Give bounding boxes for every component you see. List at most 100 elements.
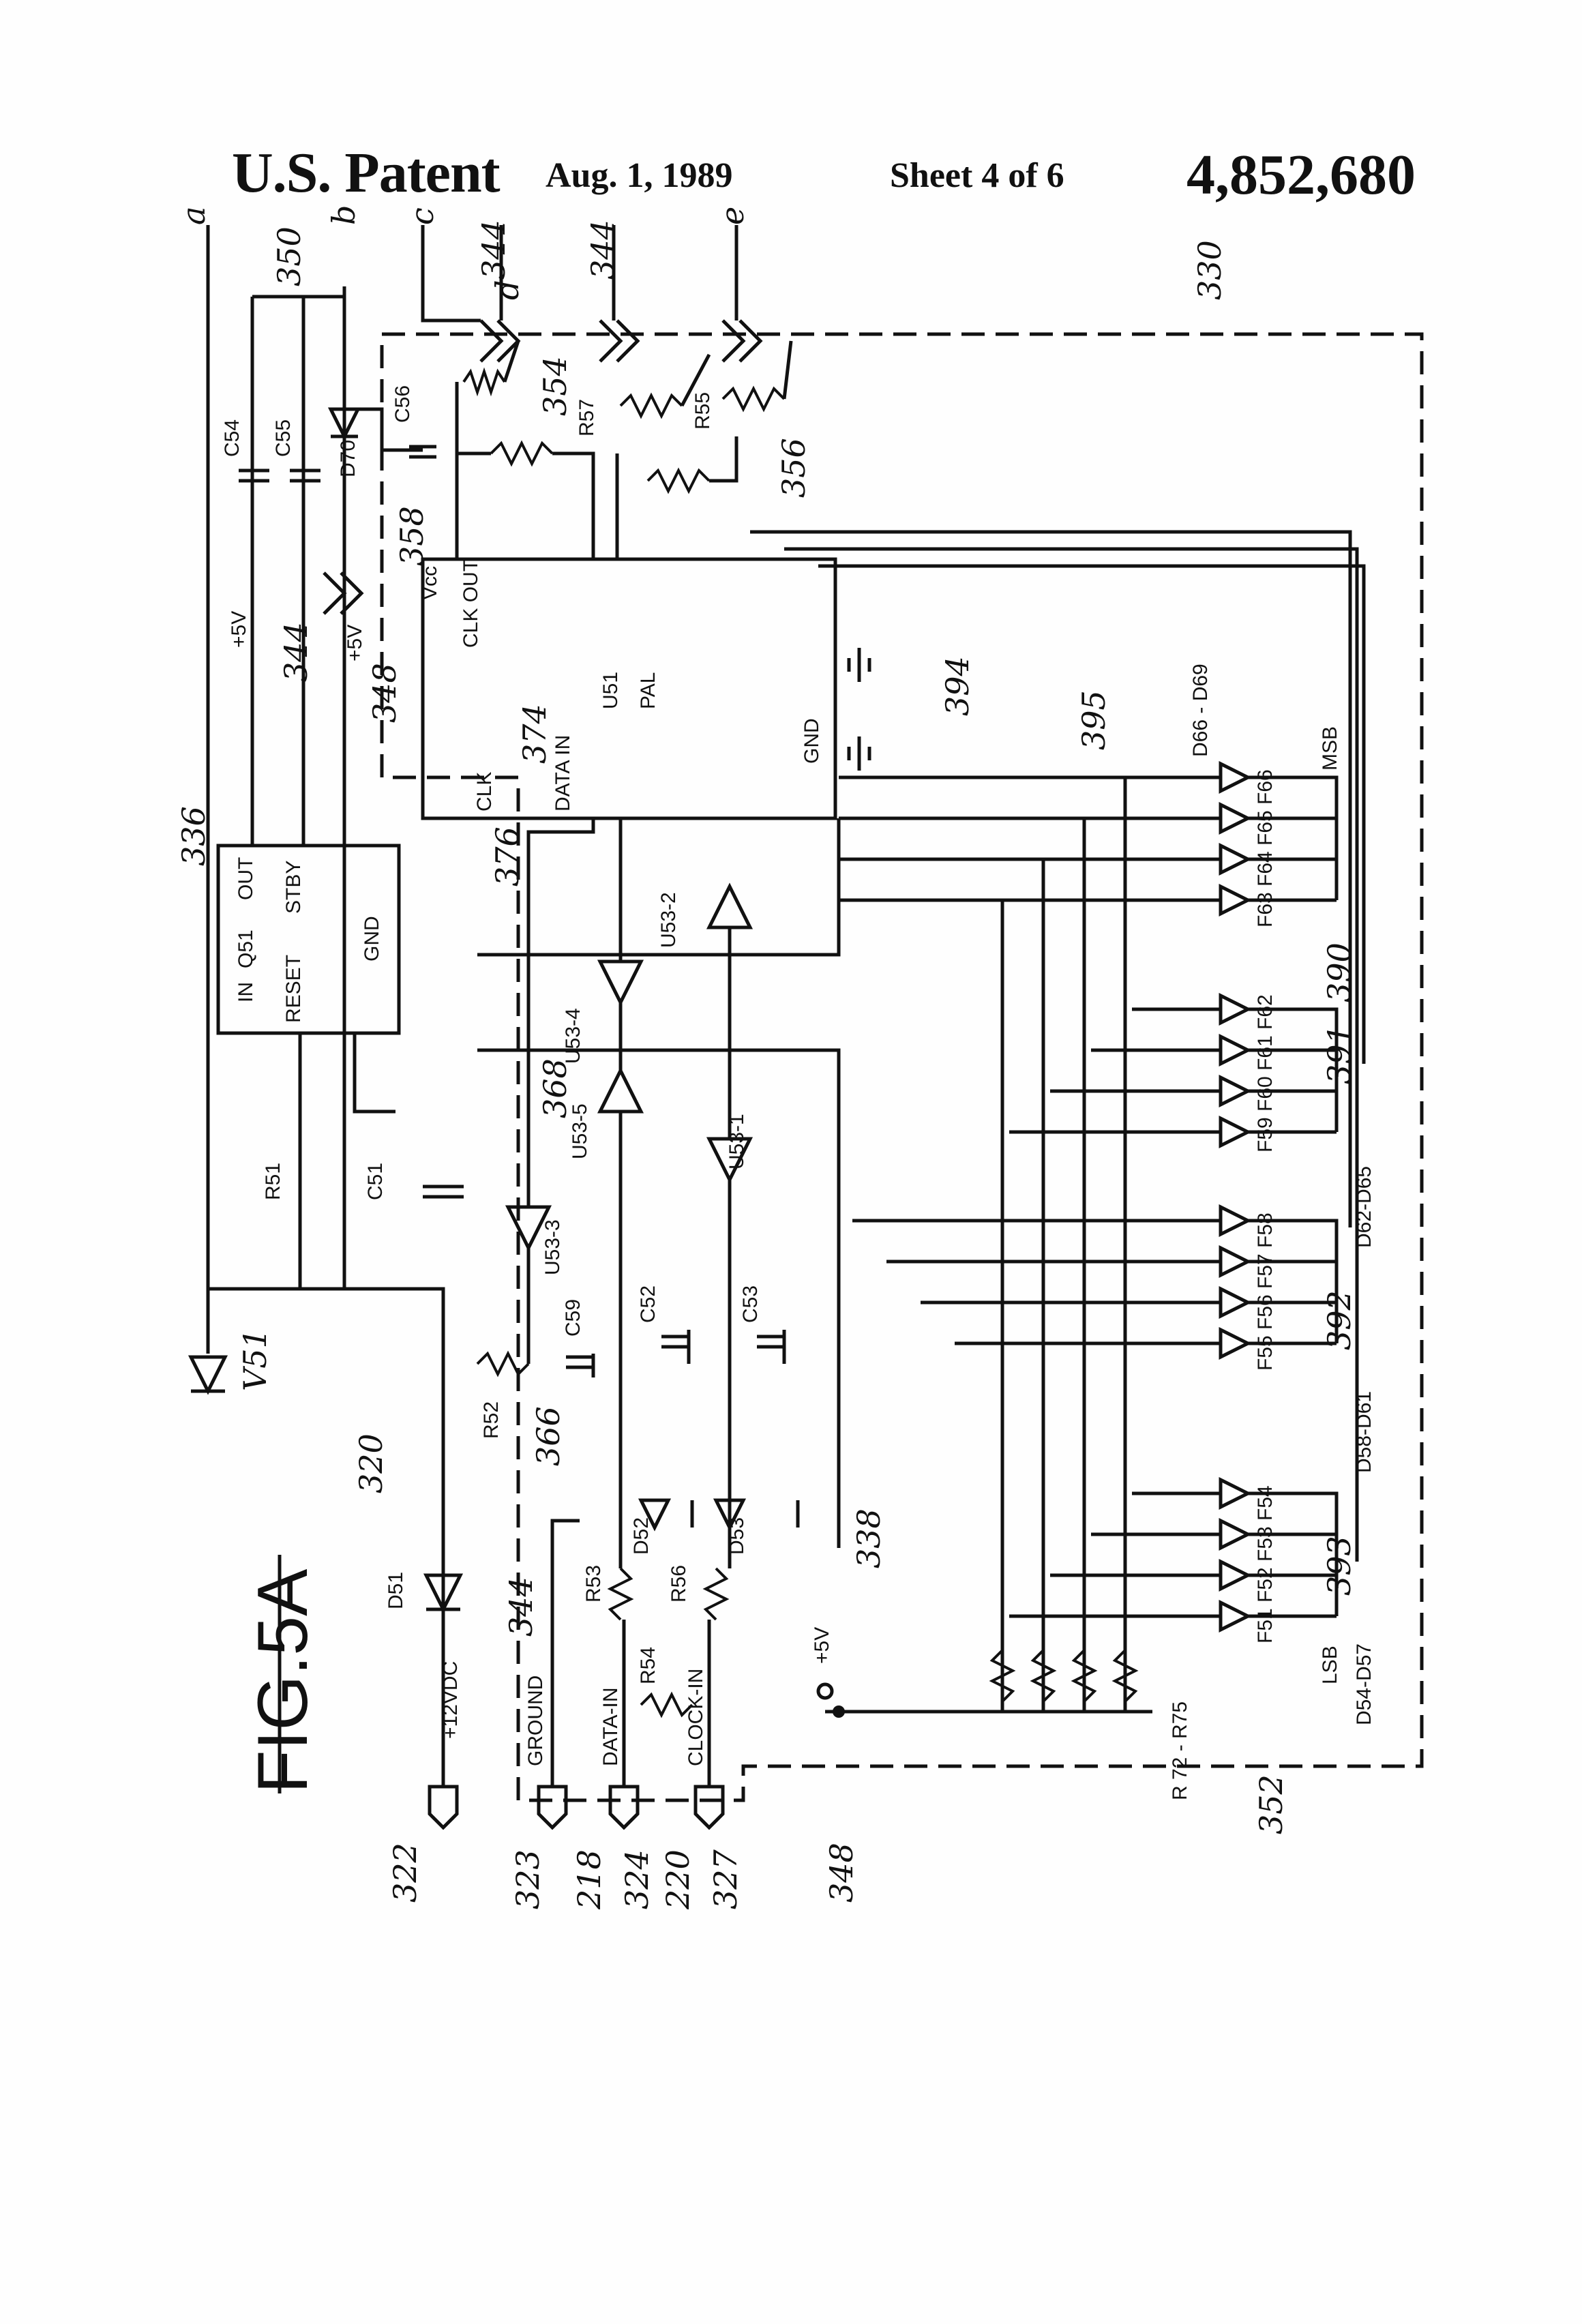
led-bank-d54-d57 [1221, 1480, 1337, 1630]
ref-323: 323 [509, 1849, 546, 1909]
label-f62: F62 [1254, 994, 1277, 1030]
label-d66-d69: D66 - D69 [1189, 664, 1212, 757]
label-c51: C51 [364, 1163, 387, 1200]
label-r72-r75: R 72 - R75 [1169, 1701, 1191, 1800]
input-wires [443, 1521, 1152, 1787]
ref-218: 218 [571, 1849, 608, 1910]
label-u53-3: U53-3 [541, 1219, 564, 1275]
label-r53: R53 [582, 1565, 605, 1603]
buffer-u53-4 [600, 962, 641, 1002]
label-d54-d57: D54-D57 [1353, 1643, 1375, 1725]
input-connector-324 [610, 1787, 638, 1828]
label-data-in: DATA-IN [599, 1687, 622, 1766]
label-f59: F59 [1254, 1117, 1277, 1152]
q51-name: Q51 [235, 929, 257, 968]
label-f52: F52 [1254, 1567, 1277, 1603]
ref-393: 393 [1321, 1536, 1358, 1596]
u51-pin-clk: CLK [473, 772, 496, 811]
ref-392: 392 [1321, 1290, 1358, 1350]
ref-350: 350 [271, 226, 308, 286]
ref-348-a: 348 [366, 663, 403, 723]
label-f63: F63 [1254, 892, 1277, 927]
resistor-r52 [477, 1354, 528, 1374]
q51-pin-stby: STBY [282, 861, 305, 914]
label-c55: C55 [272, 419, 295, 457]
input-connector-323 [539, 1787, 566, 1828]
label-f51: F51 [1254, 1608, 1277, 1643]
u51-type: PAL [637, 672, 659, 709]
label-r55: R55 [691, 392, 714, 430]
offpage-c: c [404, 207, 441, 225]
ref-391: 391 [1321, 1024, 1358, 1084]
u51-name: U51 [599, 672, 622, 709]
ref-348-b: 348 [823, 1843, 860, 1903]
label-f55: F55 [1254, 1335, 1277, 1371]
label-c52: C52 [637, 1285, 659, 1323]
resistor-354 [491, 443, 552, 464]
wire-c51 [355, 1033, 395, 1112]
q51-pin-reset: RESET [282, 955, 305, 1023]
label-f57: F57 [1254, 1253, 1277, 1289]
led-bank-d62-d65 [1221, 996, 1337, 1146]
resistors-r72-r75 [992, 1650, 1135, 1701]
led-row-wires [852, 777, 1221, 1616]
u51-pin-clkout: CLK OUT [460, 559, 482, 648]
vcc-terminal [818, 1684, 832, 1698]
label-5v-c: +5V [811, 1627, 833, 1664]
capacitor-c59 [566, 1357, 593, 1367]
label-f60: F60 [1254, 1076, 1277, 1112]
capacitor-c53 [757, 1337, 784, 1347]
buffer-u53-2 [709, 887, 750, 927]
label-u53-2: U53-2 [657, 892, 680, 948]
label-f66: F66 [1254, 769, 1277, 805]
label-r51: R51 [262, 1163, 284, 1200]
label-d62-d65: D62-D65 [1353, 1166, 1375, 1248]
u51-pin-vcc: Vcc [419, 566, 441, 600]
label-d53: D53 [726, 1517, 748, 1555]
input-connector-327 [696, 1787, 723, 1828]
ref-338: 338 [850, 1508, 887, 1568]
label-v51: V51 [237, 1328, 273, 1391]
resistor-r57-top [464, 372, 505, 392]
ref-368: 368 [537, 1058, 573, 1118]
ref-356: 356 [775, 438, 812, 498]
resistor-r53 [610, 1568, 631, 1620]
label-d58-d61: D58-D61 [1353, 1391, 1375, 1473]
label-f54: F54 [1254, 1485, 1277, 1521]
diode-v51 [191, 1357, 225, 1391]
label-u53-1: U53-1 [726, 1114, 748, 1170]
ref-344-d: 344 [503, 1577, 539, 1637]
label-r56: R56 [668, 1565, 690, 1603]
wire-top [252, 297, 344, 846]
ref-374: 374 [516, 704, 553, 764]
ref-220: 220 [659, 1849, 696, 1910]
offpage-b: b [325, 205, 362, 225]
offpage-e: e [714, 207, 751, 225]
ref-376: 376 [489, 826, 526, 887]
label-ground: GROUND [524, 1675, 547, 1766]
label-c54: C54 [221, 419, 243, 457]
ref-327: 327 [707, 1849, 744, 1909]
label-c56: C56 [391, 385, 414, 423]
label-d51: D51 [385, 1572, 407, 1609]
label-f65: F65 [1254, 810, 1277, 846]
label-u53-4: U53-4 [562, 1008, 584, 1064]
node-348 [833, 1705, 845, 1718]
label-f56: F56 [1254, 1294, 1277, 1330]
label-r52: R52 [480, 1401, 503, 1439]
ref-394: 394 [939, 656, 976, 716]
resistor-r56 [706, 1568, 726, 1620]
ref-352: 352 [1253, 1774, 1289, 1834]
figure-label: FIG.5A [243, 1568, 323, 1793]
u51-pin-gnd: GND [801, 718, 823, 764]
label-d70: D70 [337, 440, 359, 477]
label-5v-a: +5V [228, 611, 250, 648]
label-d52: D52 [630, 1517, 653, 1555]
label-5v-b: +5V [344, 625, 366, 661]
u51-pin-datain: DATA IN [552, 735, 574, 811]
connector-344-c [723, 321, 760, 361]
label-c59: C59 [562, 1299, 584, 1337]
ref-344-a: 344 [475, 220, 512, 280]
